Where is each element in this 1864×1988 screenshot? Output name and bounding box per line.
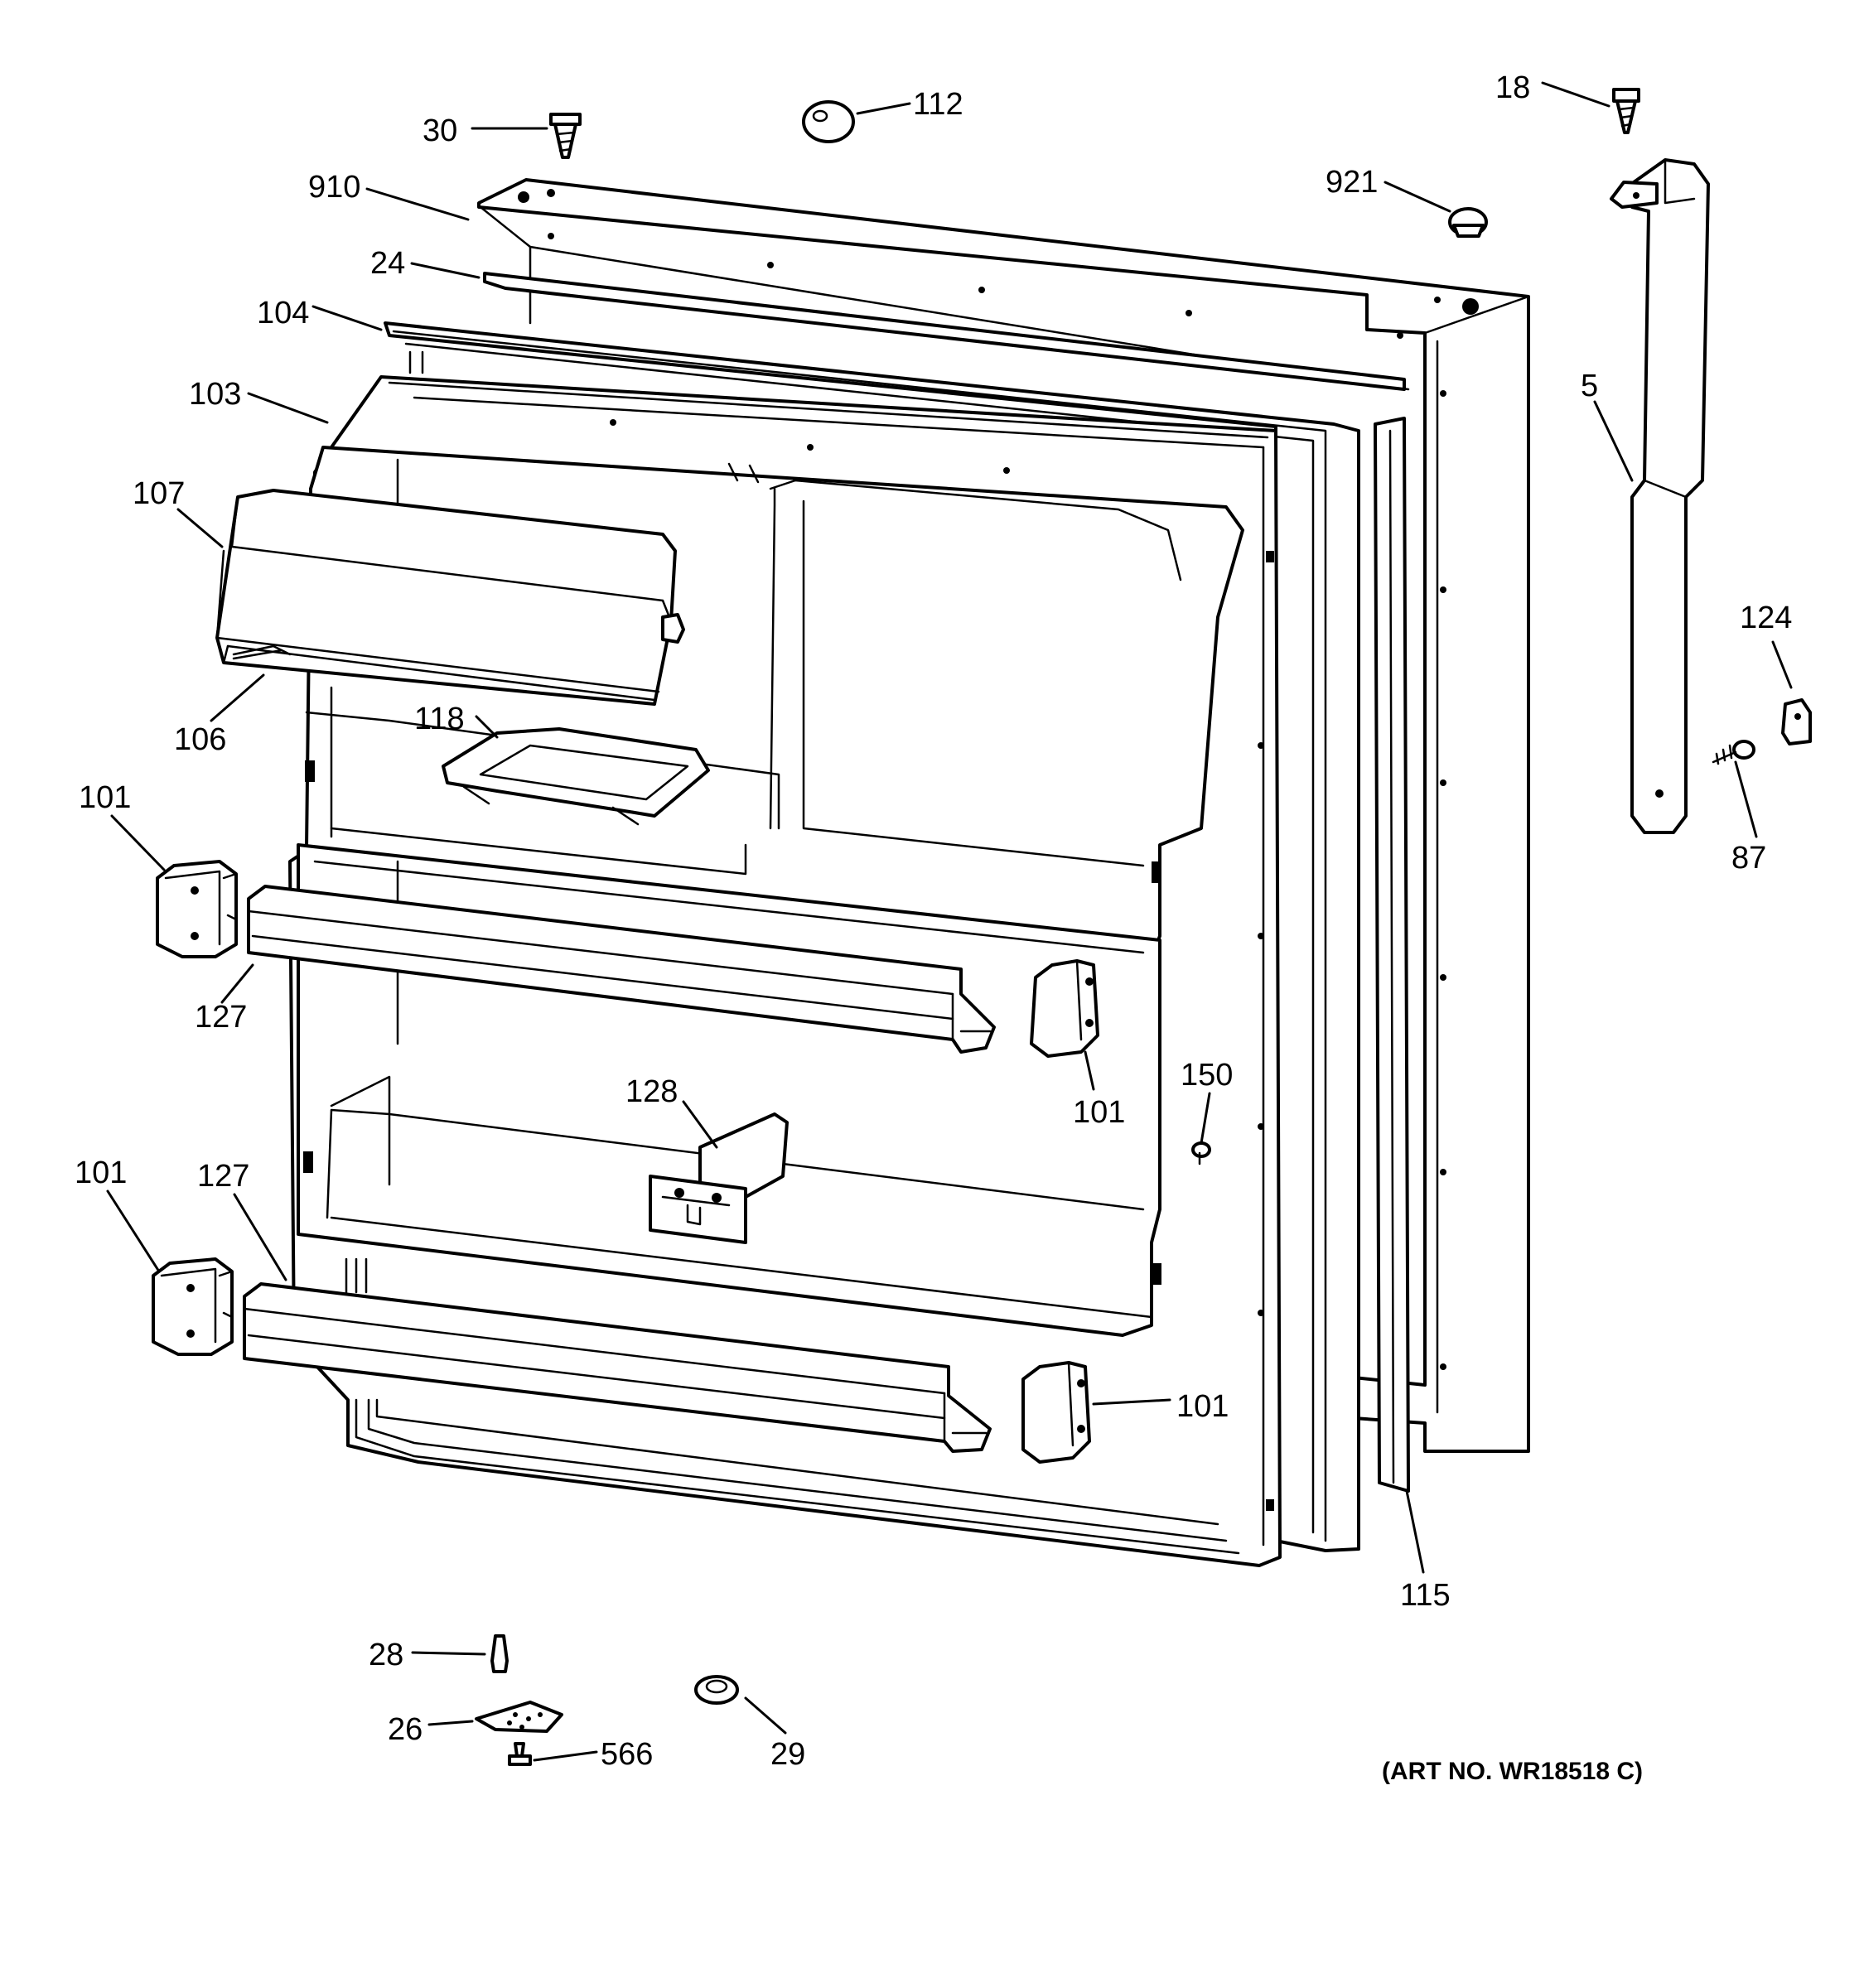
callout-30: 30 (423, 113, 457, 148)
shelf-divider (649, 1112, 789, 1244)
callout-118: 118 (414, 702, 465, 736)
shelf-bar-upper (247, 885, 996, 1054)
callout-910: 910 (308, 170, 360, 205)
door-gasket (384, 321, 1360, 1552)
shelf-end-cap-lower-left (152, 1257, 234, 1356)
callout-107: 107 (133, 476, 185, 511)
callout-labels: 30 112 18 910 921 24 104 103 5 107 106 1… (75, 70, 1792, 1785)
callout-101-upper-left: 101 (79, 780, 131, 815)
callout-128: 128 (625, 1074, 678, 1109)
art-number: (ART NO. WR18518 C) (1382, 1758, 1643, 1785)
callout-101-lower-left: 101 (75, 1156, 127, 1190)
hinge-plate-26 (475, 1701, 563, 1733)
callout-115: 115 (1400, 1578, 1451, 1613)
callout-87: 87 (1731, 841, 1766, 876)
plug-112 (802, 100, 855, 143)
callout-29: 29 (770, 1737, 805, 1772)
callout-5: 5 (1581, 369, 1598, 403)
callout-18: 18 (1495, 70, 1530, 105)
callout-106: 106 (174, 722, 226, 757)
callout-566: 566 (601, 1737, 653, 1772)
screw-18 (1612, 88, 1640, 134)
bushing-29 (694, 1675, 739, 1705)
leader-lines (106, 81, 1793, 1762)
shelf-bar-lower (243, 1282, 992, 1453)
callout-101-upper-right: 101 (1073, 1095, 1125, 1130)
callout-150: 150 (1181, 1058, 1233, 1093)
clip-124 (1781, 698, 1812, 746)
dairy-door (215, 489, 685, 706)
callout-112: 112 (913, 87, 963, 122)
callout-101-lower-right: 101 (1176, 1389, 1229, 1424)
callout-104: 104 (257, 296, 309, 331)
door-handle (1610, 158, 1710, 834)
butter-tray (442, 727, 710, 826)
shelf-end-cap-upper-right (1030, 959, 1099, 1058)
gasket-strip (1374, 417, 1410, 1493)
callout-127-upper: 127 (195, 1000, 247, 1035)
callout-24: 24 (370, 246, 405, 281)
top-trim-strip (483, 272, 1406, 391)
plug-921 (1448, 207, 1488, 238)
callout-103: 103 (189, 377, 241, 412)
screw-87 (1712, 740, 1755, 765)
callout-124: 124 (1740, 601, 1792, 635)
screw-30 (549, 113, 582, 159)
callout-921: 921 (1326, 165, 1378, 200)
callout-127-lower: 127 (197, 1159, 249, 1194)
callout-28: 28 (369, 1638, 403, 1672)
screw-566 (508, 1742, 532, 1766)
shelf-end-cap-lower-right (1021, 1361, 1091, 1464)
pin-28 (490, 1634, 509, 1673)
shelf-end-cap-upper-left (156, 860, 238, 958)
outer-door-panel (477, 178, 1530, 1453)
callout-26: 26 (388, 1712, 423, 1747)
